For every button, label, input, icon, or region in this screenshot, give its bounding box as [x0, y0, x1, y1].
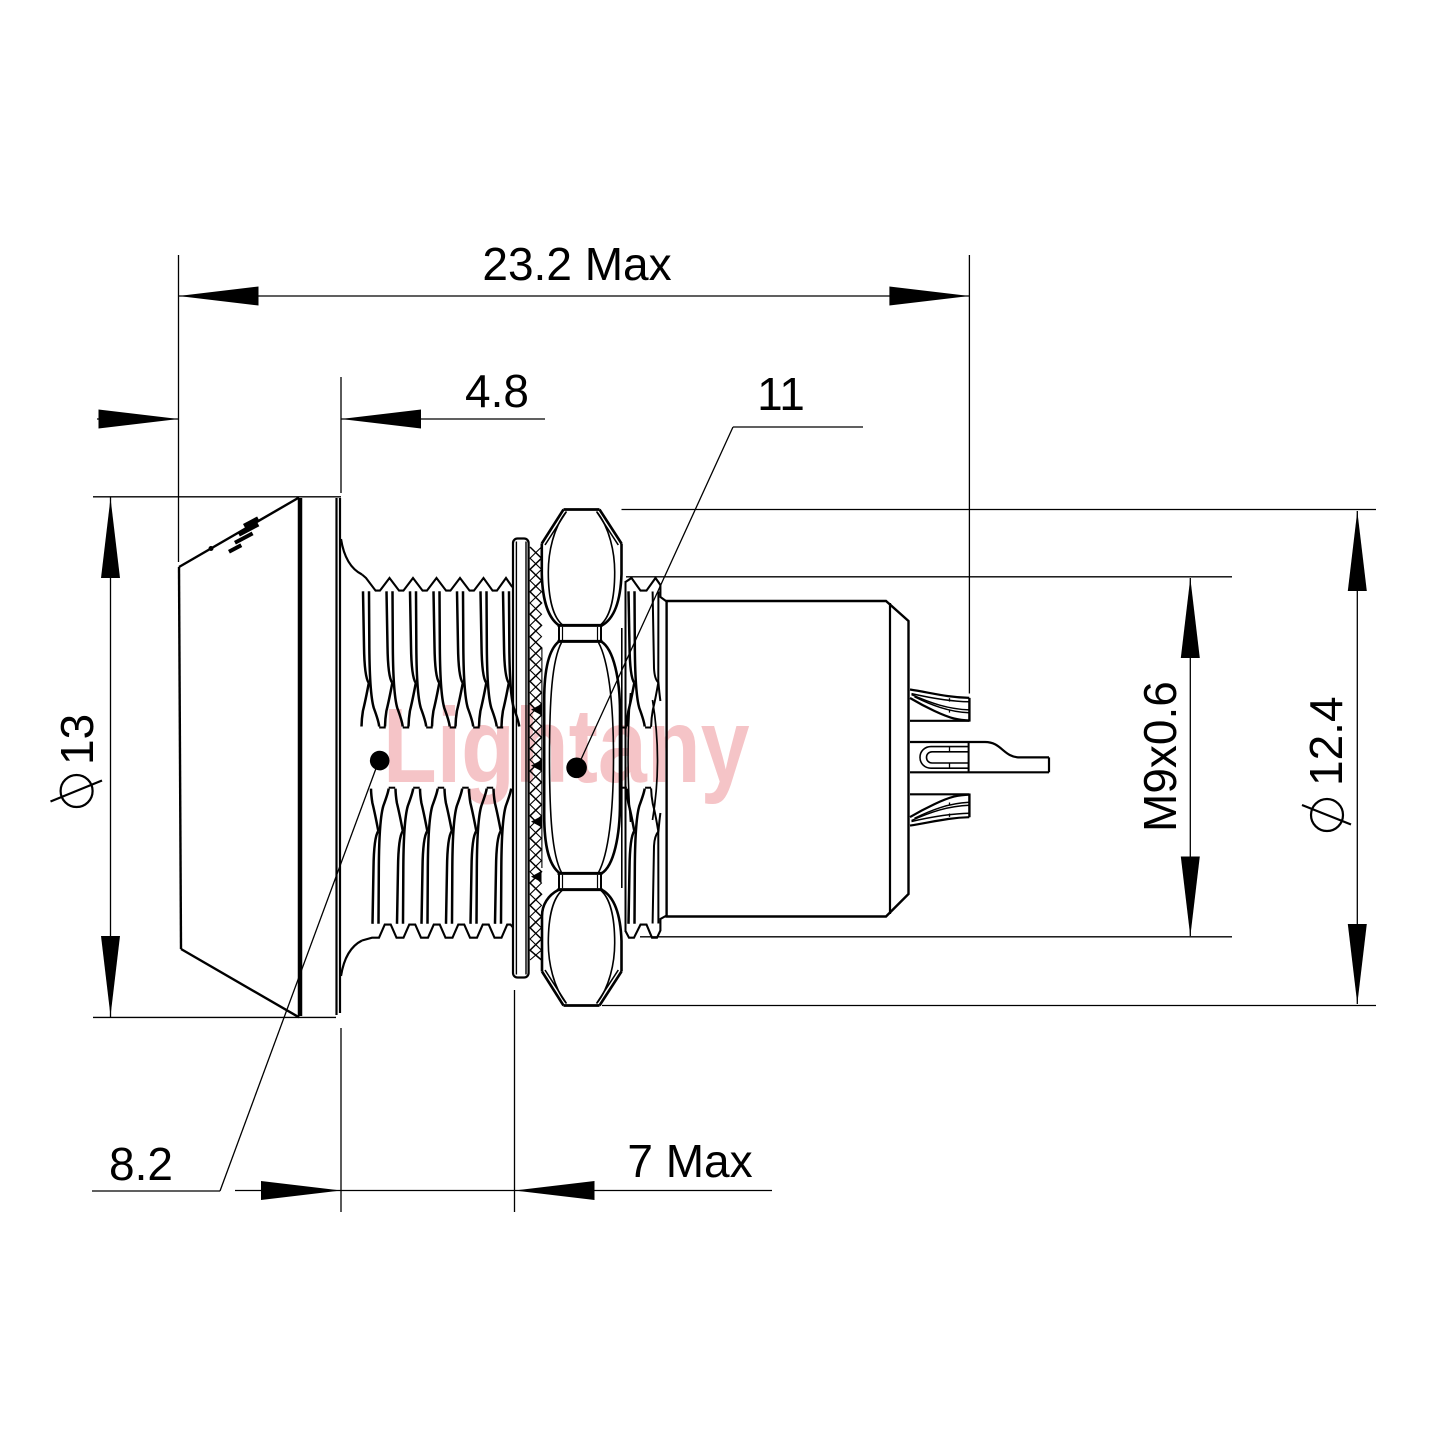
svg-text:4.8: 4.8 — [465, 365, 529, 417]
svg-text:13: 13 — [51, 714, 103, 765]
svg-text:12.4: 12.4 — [1300, 696, 1352, 786]
svg-text:M9x0.6: M9x0.6 — [1134, 681, 1186, 832]
svg-text:7 Max: 7 Max — [627, 1135, 752, 1187]
svg-text:23.2 Max: 23.2 Max — [482, 238, 671, 290]
svg-text:11: 11 — [757, 368, 805, 420]
svg-text:8.2: 8.2 — [109, 1138, 173, 1190]
